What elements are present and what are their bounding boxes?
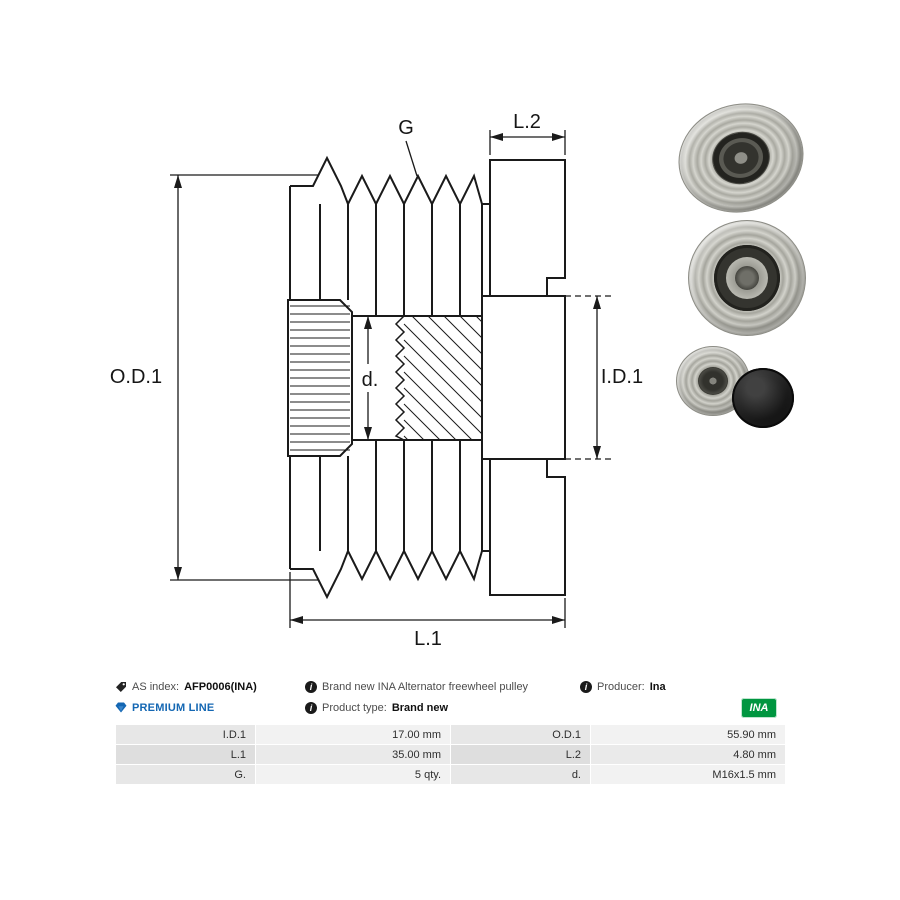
spec-row: G. 5 qty. d. M16x1.5 mm bbox=[116, 765, 785, 784]
spec-value: 17.00 mm bbox=[256, 725, 450, 744]
spec-value: M16x1.5 mm bbox=[591, 765, 785, 784]
d-label-backing bbox=[354, 364, 386, 392]
spec-label: G. bbox=[116, 765, 255, 784]
spec-value: 55.90 mm bbox=[591, 725, 785, 744]
profile-top bbox=[290, 155, 566, 296]
bearing-seal bbox=[714, 245, 780, 311]
dim-label-id1: I.D.1 bbox=[601, 366, 643, 388]
ina-brand-logo: INA bbox=[741, 697, 777, 718]
producer-cell: Producer: Ina bbox=[580, 680, 785, 693]
dim-label-d: d. bbox=[362, 369, 379, 391]
spec-table: I.D.1 17.00 mm O.D.1 55.90 mm L.1 35.00 … bbox=[115, 724, 786, 785]
product-info-panel: AS index: AFP0006(INA) Brand new INA Alt… bbox=[115, 676, 785, 785]
as-index-value: AFP0006(INA) bbox=[184, 680, 257, 693]
premium-line-cell: PREMIUM LINE bbox=[115, 702, 305, 714]
premium-line-label: PREMIUM LINE bbox=[132, 701, 215, 714]
info-row-2: PREMIUM LINE Product type: Brand new INA bbox=[115, 697, 785, 718]
dim-label-l2: L.2 bbox=[513, 111, 541, 133]
spec-row: L.1 35.00 mm L.2 4.80 mm bbox=[116, 745, 785, 764]
product-type-value: Brand new bbox=[391, 701, 449, 714]
bearing-block bbox=[481, 295, 566, 460]
spec-label: d. bbox=[451, 765, 590, 784]
spec-label: L.1 bbox=[116, 745, 255, 764]
dim-label-g: G bbox=[398, 117, 414, 139]
spec-label: I.D.1 bbox=[116, 725, 255, 744]
product-type-label: Product type: bbox=[322, 701, 387, 714]
profile-bottom bbox=[290, 459, 566, 600]
dimension-arrows bbox=[174, 133, 601, 624]
spec-row: I.D.1 17.00 mm O.D.1 55.90 mm bbox=[116, 725, 785, 744]
dim-od1 bbox=[170, 174, 318, 581]
diamond-icon bbox=[115, 702, 127, 713]
pulley-front-photo bbox=[688, 220, 806, 336]
info-icon bbox=[580, 680, 592, 693]
producer-label: Producer: bbox=[597, 680, 645, 693]
web-lines bbox=[319, 204, 491, 551]
dim-id1-extensions bbox=[565, 295, 612, 460]
info-icon bbox=[305, 701, 317, 714]
dim-label-l1: L.1 bbox=[414, 628, 442, 650]
leader-g bbox=[405, 140, 418, 177]
spec-value: 4.80 mm bbox=[591, 745, 785, 764]
spec-value: 35.00 mm bbox=[256, 745, 450, 764]
pulley-bearing bbox=[706, 125, 776, 191]
bearing-bore bbox=[735, 266, 759, 290]
pulley-bearing bbox=[698, 367, 728, 395]
product-description: Brand new INA Alternator freewheel pulle… bbox=[322, 680, 529, 693]
producer-value: Ina bbox=[649, 680, 666, 693]
spec-label: L.2 bbox=[451, 745, 590, 764]
tag-icon bbox=[116, 681, 126, 692]
dim-label-od1: O.D.1 bbox=[110, 366, 162, 388]
product-type-cell: Product type: Brand new bbox=[305, 701, 580, 714]
as-index-label: AS index: bbox=[132, 680, 180, 693]
dim-l1 bbox=[289, 572, 566, 628]
bearing-race bbox=[726, 257, 768, 299]
plastic-cap-photo bbox=[732, 368, 794, 428]
info-row-1: AS index: AFP0006(INA) Brand new INA Alt… bbox=[115, 676, 785, 697]
thread-profile bbox=[394, 315, 406, 441]
spec-value: 5 qty. bbox=[256, 765, 450, 784]
knurl-hatch bbox=[290, 305, 350, 451]
spec-label: O.D.1 bbox=[451, 725, 590, 744]
thread-hatch bbox=[403, 315, 483, 441]
brand-logo-cell: INA bbox=[580, 697, 785, 718]
as-index-cell: AS index: AFP0006(INA) bbox=[115, 681, 305, 693]
pulley-cross-section bbox=[287, 155, 566, 600]
description-cell: Brand new INA Alternator freewheel pulle… bbox=[305, 680, 580, 693]
info-icon bbox=[305, 680, 317, 693]
